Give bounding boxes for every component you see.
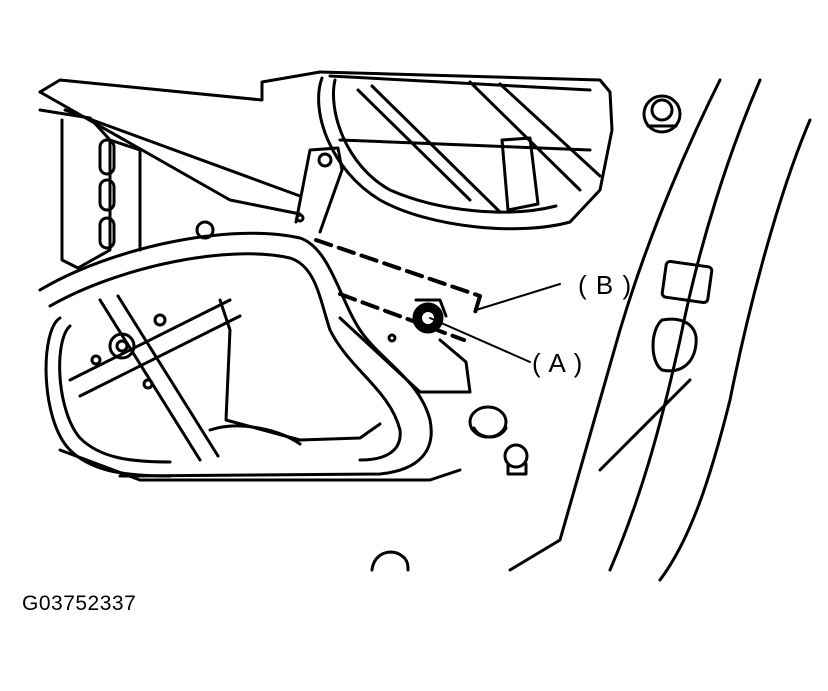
figure-code: G03752337 bbox=[22, 592, 137, 615]
callout-leaders bbox=[429, 283, 561, 363]
bracket-strap bbox=[294, 146, 344, 234]
bracket-dashed-outline-b bbox=[314, 238, 482, 342]
bolt-a bbox=[412, 298, 448, 334]
grommets bbox=[195, 94, 682, 572]
service-opening bbox=[44, 316, 462, 482]
rear-pillar bbox=[508, 78, 812, 582]
hinge-pillar bbox=[38, 108, 142, 270]
upper-door-frame bbox=[38, 70, 614, 231]
window-regulator bbox=[68, 294, 472, 462]
reinforcement-rail bbox=[38, 231, 433, 478]
callout-b-label: ( B ) bbox=[578, 270, 632, 300]
callout-a-label: ( A ) bbox=[532, 348, 583, 378]
